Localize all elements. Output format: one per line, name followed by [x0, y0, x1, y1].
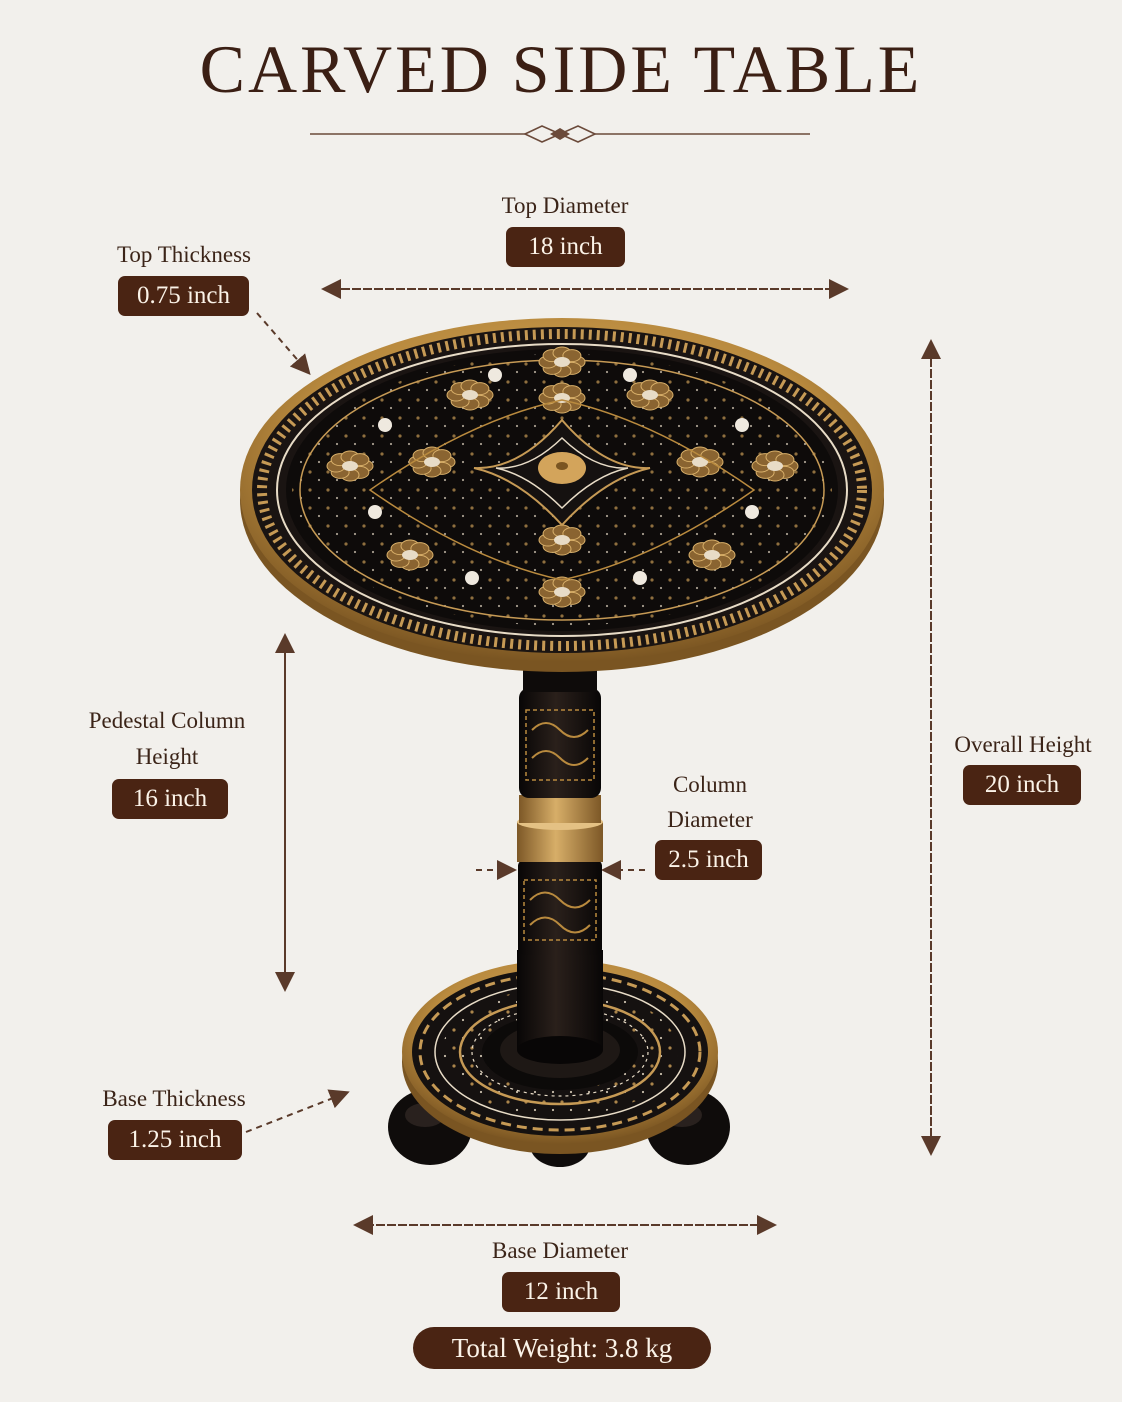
flower-motif [446, 379, 494, 411]
base-diameter-label: Base Diameter [491, 1238, 629, 1263]
base-thickness-arrow [245, 1089, 350, 1133]
column-diameter-value: 2.5 inch [655, 840, 762, 880]
pearl-inlay [745, 505, 759, 519]
column-diameter-label-line1: Column [672, 772, 748, 797]
top-diameter-value: 18 inch [506, 227, 625, 267]
page-title: CARVED SIDE TABLE [199, 31, 923, 107]
flower-motif [386, 539, 434, 571]
flower-motif [326, 450, 374, 482]
top-thickness-arrow [256, 312, 311, 376]
flower-motif [408, 446, 456, 478]
column-diameter-label-line2: Diameter [667, 807, 753, 832]
pedestal-height-label-line2: Height [135, 744, 199, 769]
pearl-inlay [735, 418, 749, 432]
flower-motif [538, 576, 586, 608]
pedestal-column [517, 670, 603, 1064]
flower-motif [688, 539, 736, 571]
pearl-inlay [633, 571, 647, 585]
pearl-inlay [368, 505, 382, 519]
base-thickness-value: 1.25 inch [108, 1120, 242, 1160]
table-top-flowers [326, 346, 799, 608]
flower-motif [676, 446, 724, 478]
top-diameter-label: Top Diameter [501, 193, 629, 218]
flower-motif [538, 524, 586, 556]
flower-motif [751, 450, 799, 482]
overall-height-value: 20 inch [963, 765, 1081, 805]
pedestal-height-label-line1: Pedestal Column [88, 708, 246, 733]
flower-motif [626, 379, 674, 411]
total-weight-badge: Total Weight: 3.8 kg [413, 1327, 711, 1369]
overall-height-label: Overall Height [954, 732, 1092, 757]
base-diameter-value: 12 inch [502, 1272, 620, 1312]
base-thickness-label: Base Thickness [102, 1086, 246, 1111]
pedestal-height-value: 16 inch [112, 779, 228, 819]
pearl-inlay [378, 418, 392, 432]
top-thickness-value: 0.75 inch [118, 276, 249, 316]
pearl-inlay [465, 571, 479, 585]
flower-motif [538, 346, 586, 378]
table-top-medallion [368, 399, 756, 581]
flower-motif [538, 382, 586, 414]
title-divider-ornament [310, 125, 810, 143]
pearl-inlay [623, 368, 637, 382]
pearl-inlay [488, 368, 502, 382]
top-thickness-label: Top Thickness [116, 242, 252, 267]
